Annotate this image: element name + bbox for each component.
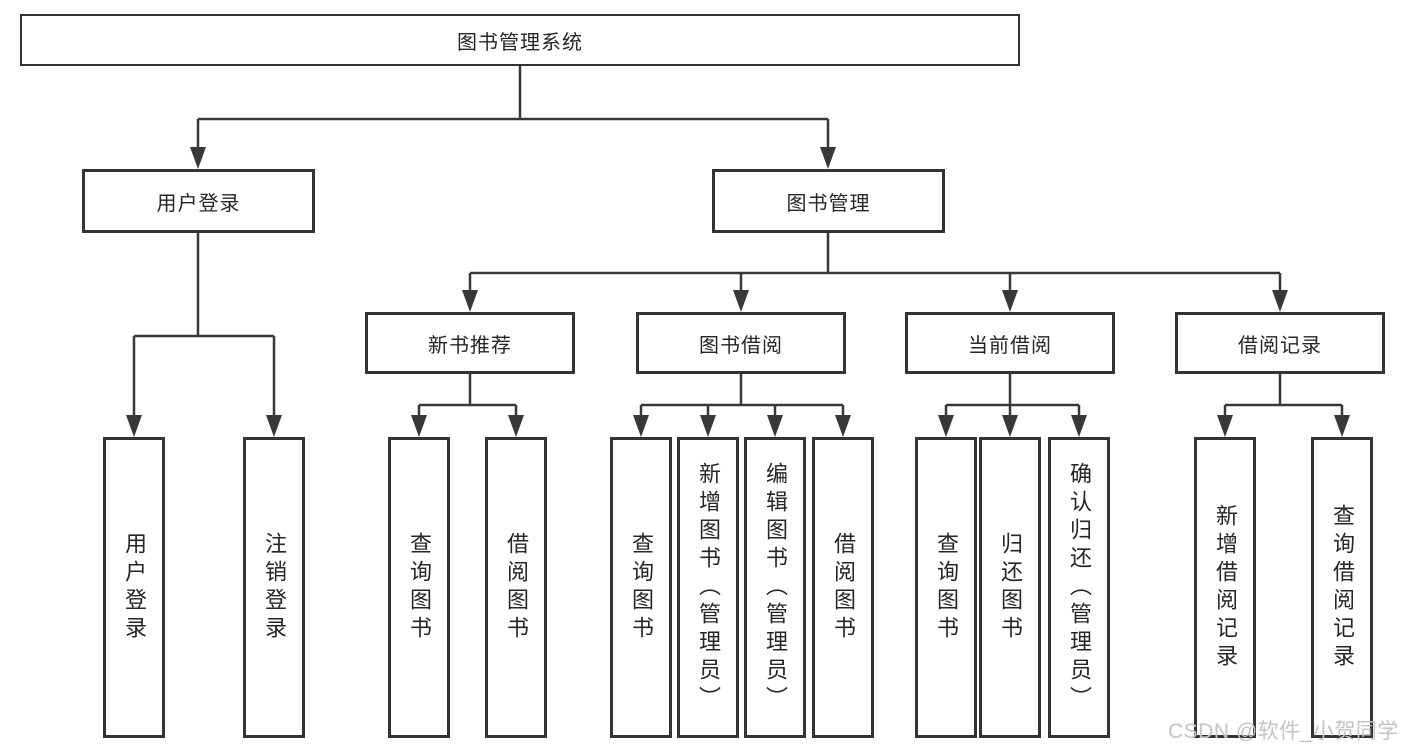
leaf-m1-borrow-books: 借阅图书: [485, 437, 547, 738]
leaf-user-login: 用户登录: [103, 437, 165, 738]
connector-book-mgmt-modules: [468, 233, 1282, 290]
connector-module2-children: [639, 374, 845, 415]
connector-module4-children: [1223, 374, 1344, 415]
leaf-m2-borrow-books: 借阅图书: [812, 437, 874, 738]
node-module-book-borrow: 图书借阅: [636, 312, 846, 374]
node-module-borrow-records: 借阅记录: [1175, 312, 1385, 374]
connector-module3-children: [944, 374, 1081, 415]
connector-module1-children: [417, 374, 518, 415]
connector-root-to-level2: [196, 66, 830, 147]
node-root: 图书管理系统: [20, 14, 1020, 66]
leaf-m1-query-books: 查询图书: [388, 437, 450, 738]
node-module-current-borrow: 当前借阅: [905, 312, 1115, 374]
leaf-m2-add-books-admin: 新增图书（管理员）: [677, 437, 739, 738]
leaf-m2-edit-books-admin: 编辑图书（管理员）: [744, 437, 806, 738]
leaf-m3-return-books: 归还图书: [979, 437, 1041, 738]
leaf-m3-query-books: 查询图书: [915, 437, 977, 738]
leaf-m4-query-borrow-record: 查询借阅记录: [1311, 437, 1373, 738]
leaf-m4-add-borrow-record: 新增借阅记录: [1194, 437, 1256, 738]
connector-user-login-children: [132, 233, 276, 415]
arrow-user-login: [190, 147, 206, 169]
node-user-login: 用户登录: [82, 169, 315, 233]
arrow-book-mgmt: [820, 147, 836, 169]
leaf-m2-query-books: 查询图书: [610, 437, 672, 738]
leaf-m3-confirm-return-admin: 确认归还（管理员）: [1048, 437, 1110, 738]
csdn-watermark: CSDN @软件_小贺同学: [1168, 720, 1399, 743]
leaf-logout: 注销登录: [243, 437, 305, 738]
node-book-mgmt: 图书管理: [712, 169, 945, 233]
node-module-new-books: 新书推荐: [365, 312, 575, 374]
